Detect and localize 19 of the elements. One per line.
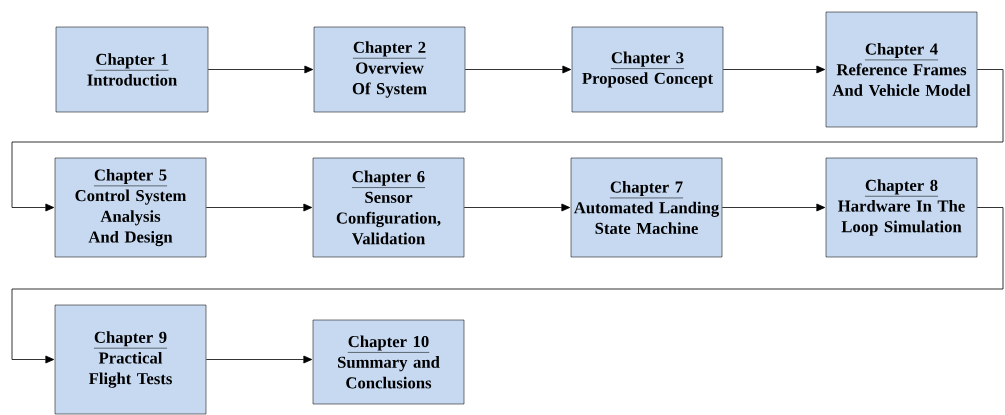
chapter-box: Chapter 9 Practical Flight Tests — [54, 304, 207, 415]
chapter-box: Chapter 2 Overview Of System — [313, 26, 466, 113]
chapter-box: Chapter 4 Reference Frames And Vehicle Model — [825, 11, 978, 128]
arrow — [464, 65, 572, 74]
arrow — [11, 69, 1004, 212]
arrow — [722, 65, 826, 74]
arrow — [205, 203, 313, 212]
arrow — [205, 355, 313, 364]
chapter-box: Chapter 7 Automated Landing State Machine — [570, 157, 723, 258]
chapter-box: Chapter 10 Summary and Conclusions — [312, 319, 465, 405]
arrow — [207, 65, 314, 74]
chapter-box: Chapter 6 Sensor Configuration, Validation — [312, 157, 465, 258]
chapter-box: Chapter 8 Hardware In The Loop Simulation — [825, 157, 978, 258]
arrow — [11, 207, 1004, 364]
chapter-box: Chapter 1 Introduction — [55, 26, 209, 113]
arrow — [463, 203, 571, 212]
arrow — [721, 203, 826, 212]
chapter-box: Chapter 5 Control System Analysis And Design — [54, 157, 207, 258]
chapter-box: Chapter 3 Proposed Concept — [571, 26, 724, 113]
